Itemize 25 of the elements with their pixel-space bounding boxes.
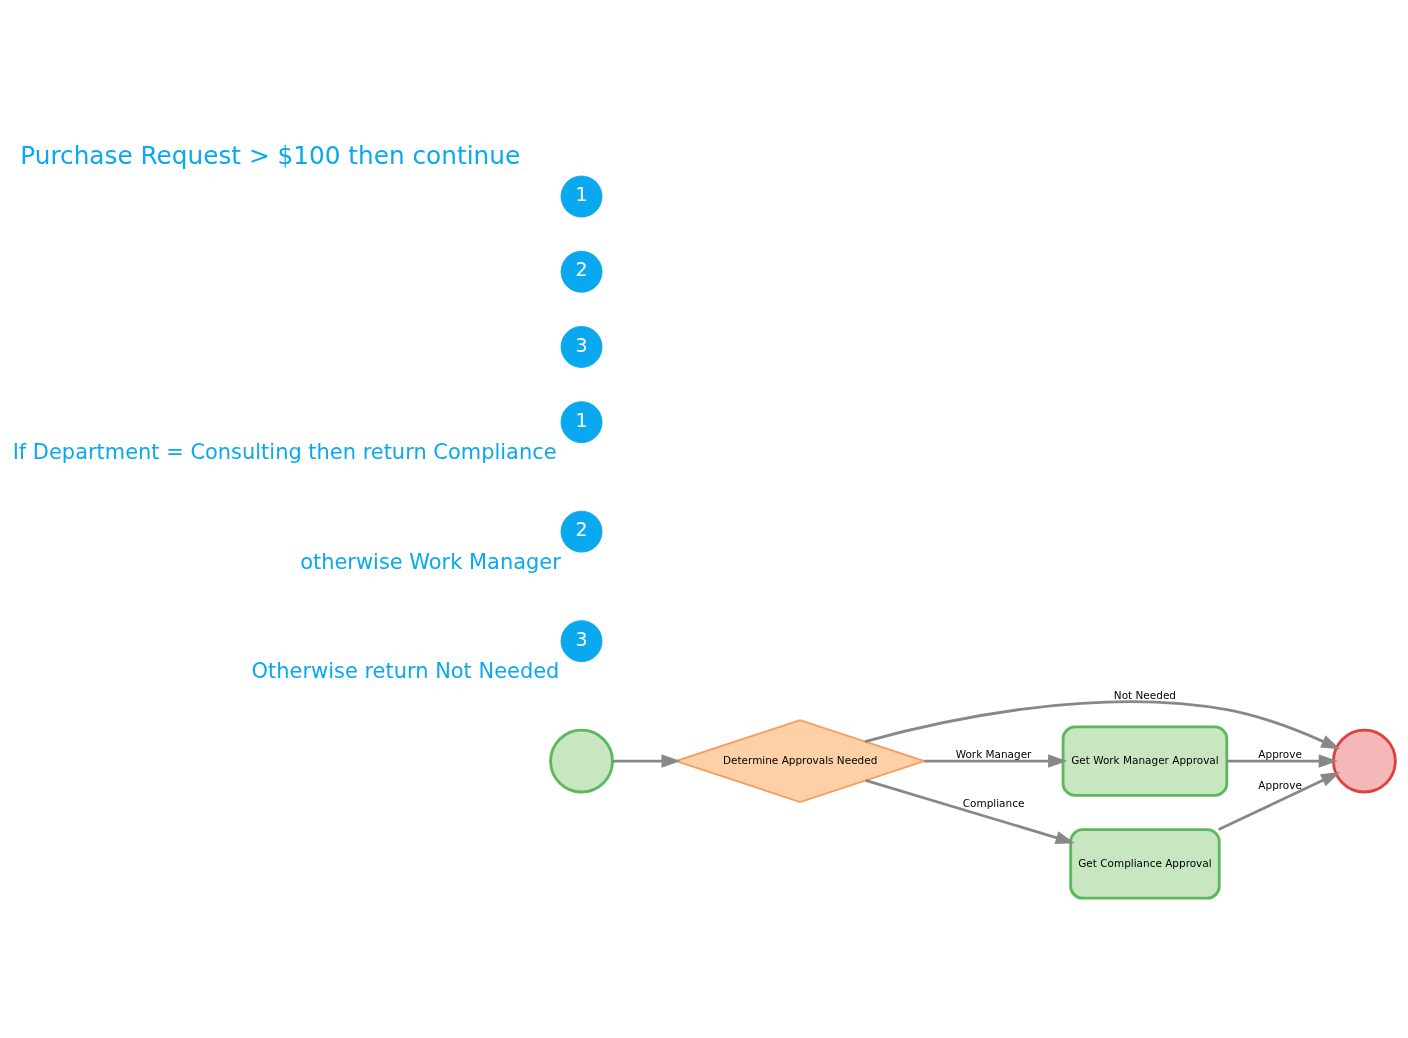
node-box: Get Work Manager Approval	[1061, 724, 1229, 797]
edge-label: Compliance	[962, 796, 1025, 809]
node-circle: 1	[560, 175, 603, 217]
arrow	[1218, 771, 1341, 831]
edge-label: Not Needed	[1113, 688, 1177, 701]
arrow	[1226, 753, 1338, 768]
arrow	[612, 753, 681, 768]
node-label: Otherwise return Not Needed	[251, 658, 560, 683]
diagram-title: Purchase Request > $100 then continue	[20, 140, 521, 170]
node-circle: 3	[560, 325, 603, 368]
arrow	[864, 699, 1341, 749]
node-box: Get Compliance Approval	[1069, 827, 1221, 900]
node-circle	[1332, 728, 1397, 793]
node-label: If Department = Consulting then return Compliance	[12, 439, 557, 464]
node-circle	[549, 728, 614, 793]
edge-label: Approve	[1258, 747, 1302, 760]
edge-label: Approve	[1258, 778, 1302, 791]
node-circle: 2	[560, 250, 603, 293]
node-circle: 2	[560, 510, 603, 553]
node-circle: 1	[560, 400, 603, 443]
arrow	[924, 753, 1068, 768]
node-label: otherwise Work Manager	[300, 549, 561, 574]
node-circle: 3	[560, 619, 603, 662]
arrow	[865, 778, 1075, 844]
edge-label: Work Manager	[955, 747, 1032, 760]
